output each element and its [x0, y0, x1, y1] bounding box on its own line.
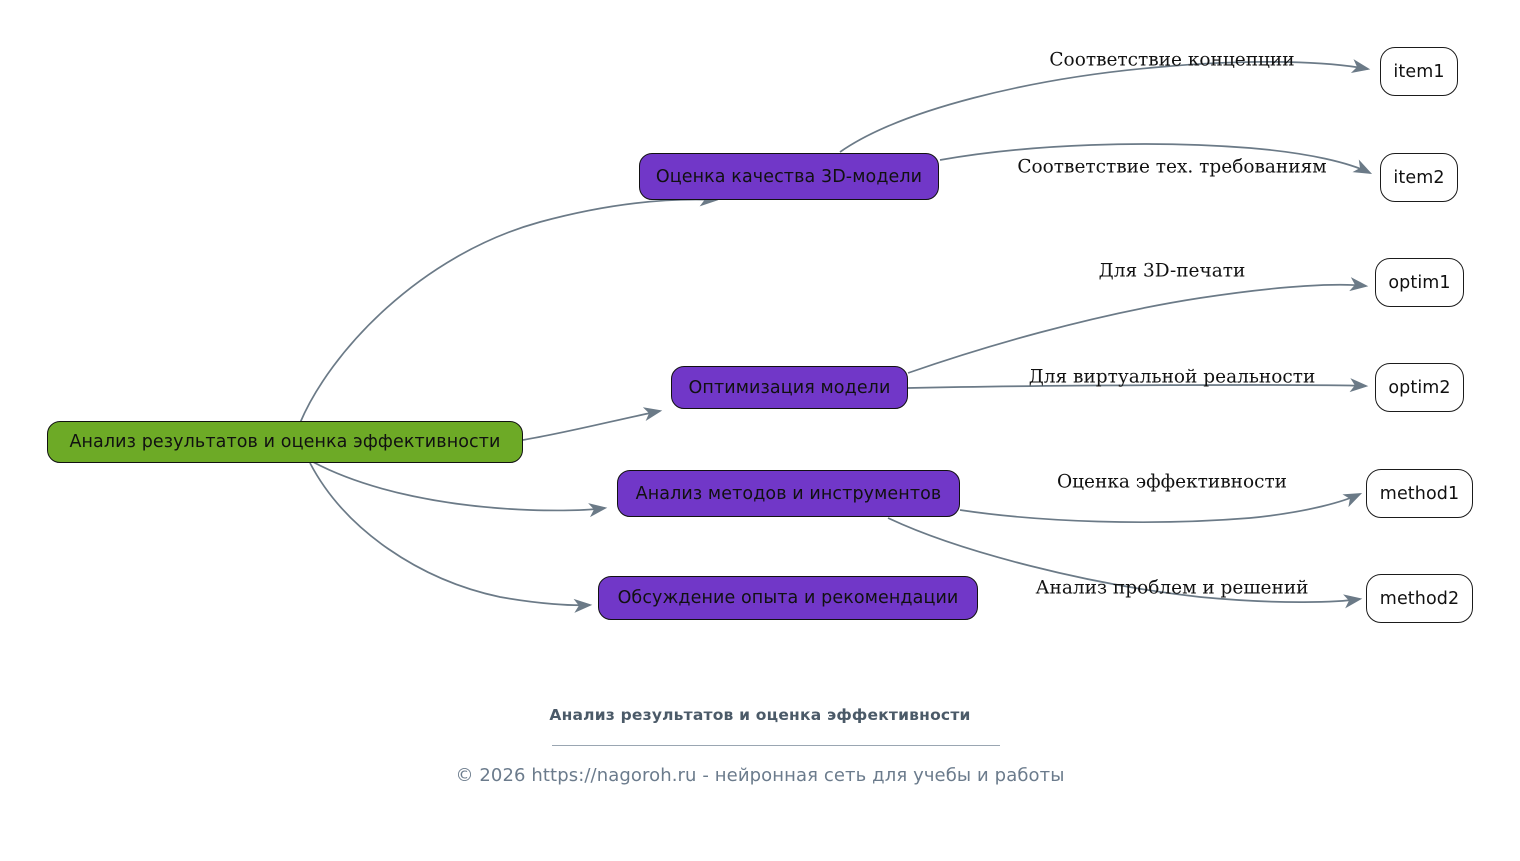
edge-root-optimization — [522, 407, 663, 441]
edge-label-item1: Соответствие концепции — [1049, 49, 1295, 71]
edge-root-methods — [312, 461, 608, 518]
node-label: item1 — [1393, 61, 1445, 82]
node-label: Анализ методов и инструментов — [635, 483, 942, 504]
mindmap-node-quality[interactable]: Оценка качества 3D-модели — [639, 153, 939, 200]
edge-methods-method1 — [959, 493, 1363, 523]
mindmap-node-method2[interactable]: method2 — [1366, 574, 1473, 623]
mindmap-node-methods[interactable]: Анализ методов и инструментов — [617, 470, 960, 517]
footer-divider — [552, 745, 1000, 746]
edge-root-experience — [309, 462, 593, 613]
mindmap-node-root[interactable]: Анализ результатов и оценка эффективност… — [47, 421, 523, 463]
node-label: Анализ результатов и оценка эффективност… — [69, 432, 501, 452]
node-label: optim1 — [1388, 272, 1451, 293]
edge-label-optim2: Для виртуальной реальности — [1028, 366, 1316, 388]
footer-title: Анализ результатов и оценка эффективност… — [549, 706, 971, 724]
edge-label-optim1: Для 3D-печати — [1098, 260, 1246, 282]
edge-label-item2: Соответствие тех. требованиям — [1017, 156, 1327, 178]
mindmap-node-item1[interactable]: item1 — [1380, 47, 1458, 96]
node-label: Обсуждение опыта и рекомендации — [617, 588, 959, 608]
mindmap-node-optim1[interactable]: optim1 — [1375, 258, 1464, 307]
node-label: Оценка качества 3D-модели — [655, 166, 923, 187]
footer-credit: © 2026 https://nagoroh.ru - нейронная се… — [455, 765, 1065, 786]
node-label: item2 — [1393, 167, 1445, 188]
edge-label-method1: Оценка эффективности — [1056, 471, 1288, 493]
edge-label-method2: Анализ проблем и решений — [1035, 577, 1309, 599]
edge-optimization-optim1 — [907, 277, 1369, 374]
mindmap-node-item2[interactable]: item2 — [1380, 153, 1458, 202]
node-label: optim2 — [1388, 377, 1451, 398]
mindmap-node-experience[interactable]: Обсуждение опыта и рекомендации — [598, 576, 978, 620]
node-label: method1 — [1379, 483, 1460, 504]
edge-quality-item1 — [839, 59, 1371, 153]
mindmap-node-optim2[interactable]: optim2 — [1375, 363, 1464, 412]
edge-root-quality — [299, 192, 719, 424]
mindmap-node-method1[interactable]: method1 — [1366, 469, 1473, 518]
node-label: method2 — [1379, 588, 1460, 609]
mindmap-node-optimization[interactable]: Оптимизация модели — [671, 366, 908, 409]
node-label: Оптимизация модели — [688, 377, 891, 398]
